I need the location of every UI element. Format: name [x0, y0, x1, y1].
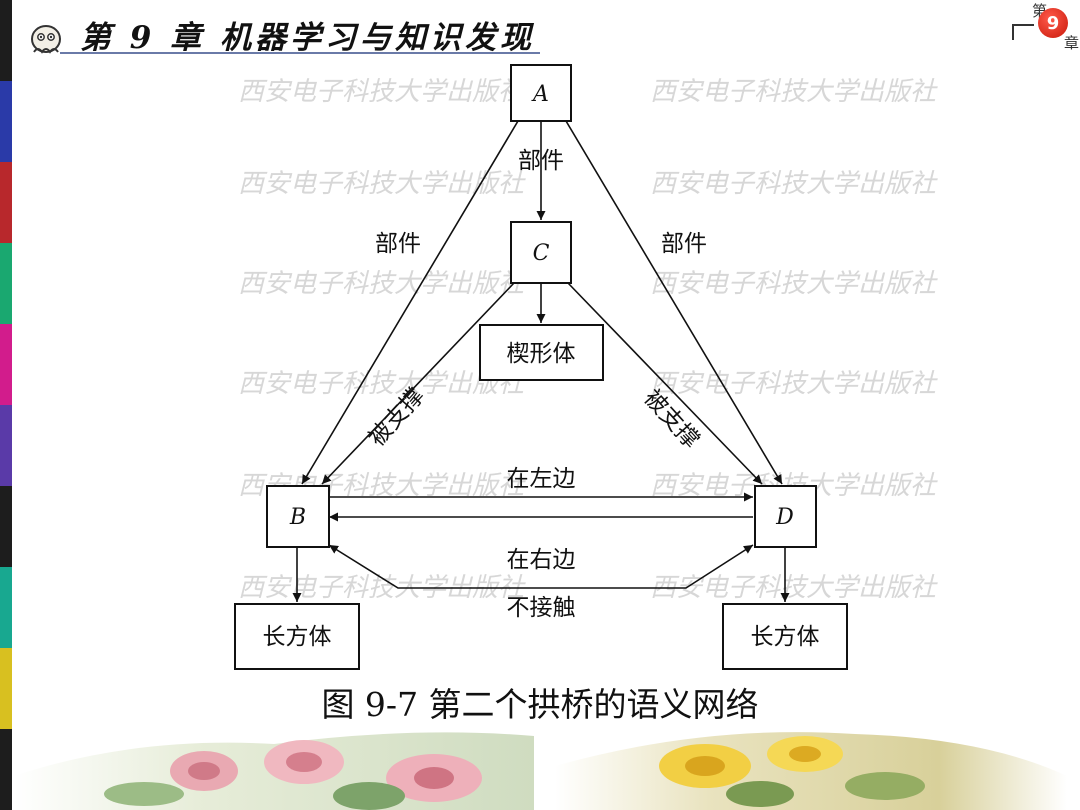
stripe-segment [0, 567, 12, 648]
edge-label-b-d-bottom: 不接触 [507, 595, 576, 621]
watermark-text: 西安电子科技大学出版社 [238, 169, 526, 199]
watermark-text: 西安电子科技大学出版社 [238, 369, 526, 399]
stripe-segment [0, 729, 12, 810]
yellow-rose-decoration-image [555, 732, 1067, 810]
edge-a-d [565, 120, 783, 485]
node-d-label: D [775, 505, 794, 530]
stripe-segment [0, 324, 12, 405]
watermark-text: 西安电子科技大学出版社 [650, 573, 938, 603]
node-a: A [510, 64, 572, 122]
stripe-segment [0, 0, 12, 81]
stripe-segment [0, 162, 12, 243]
node-brick-right: 长方体 [722, 603, 848, 670]
stripe-segment [0, 486, 12, 567]
edge-label-b-d-top: 在左边 [507, 466, 576, 492]
rose-decoration-image [14, 732, 534, 810]
edge-b-d-bottom [328, 544, 754, 589]
stripe-segment [0, 405, 12, 486]
edge-a-b [301, 120, 519, 485]
title-underline [60, 52, 540, 54]
figure-caption: 图 9-7 第二个拱桥的语义网络 [321, 685, 759, 724]
node-d: D [754, 485, 817, 548]
slide-title: 第 9 章 机器学习与知识发现 [80, 20, 535, 56]
edge-label-a-d: 部件 [661, 231, 707, 257]
badge-bracket [1012, 24, 1034, 40]
node-a-label: A [531, 82, 549, 107]
node-b: B [266, 485, 330, 548]
stripe-segment [0, 243, 12, 324]
node-b-label: B [289, 505, 306, 530]
watermark-text: 西安电子科技大学出版社 [650, 269, 938, 299]
node-brick-left-label: 长方体 [263, 624, 332, 650]
badge-number: 9 [1038, 8, 1068, 38]
node-c: C [510, 221, 572, 284]
edge-label-a-b: 部件 [375, 231, 421, 257]
node-brick-left: 长方体 [234, 603, 360, 670]
badge-bottom-label: 章 [1064, 34, 1080, 52]
stripe-segment [0, 648, 12, 729]
node-c-label: C [533, 241, 550, 266]
edge-c-d [567, 282, 763, 485]
watermark-text: 西安电子科技大学出版社 [650, 77, 938, 107]
left-color-stripe [0, 0, 12, 810]
edge-c-b [321, 282, 515, 485]
node-brick-right-label: 长方体 [751, 624, 820, 650]
watermark-text: 西安电子科技大学出版社 [650, 169, 938, 199]
watermark-text: 西安电子科技大学出版社 [238, 269, 526, 299]
node-wedge-label: 楔形体 [507, 341, 576, 367]
mascot-icon [31, 25, 61, 54]
edge-label-d-b: 在右边 [507, 547, 576, 573]
edge-label-a-c: 部件 [518, 148, 564, 174]
watermark-text: 西安电子科技大学出版社 [650, 369, 938, 399]
stripe-segment [0, 81, 12, 162]
node-wedge: 楔形体 [479, 324, 604, 381]
watermark-text: 西安电子科技大学出版社 [238, 77, 526, 107]
chapter-badge: 第 9 章 [1012, 0, 1080, 54]
